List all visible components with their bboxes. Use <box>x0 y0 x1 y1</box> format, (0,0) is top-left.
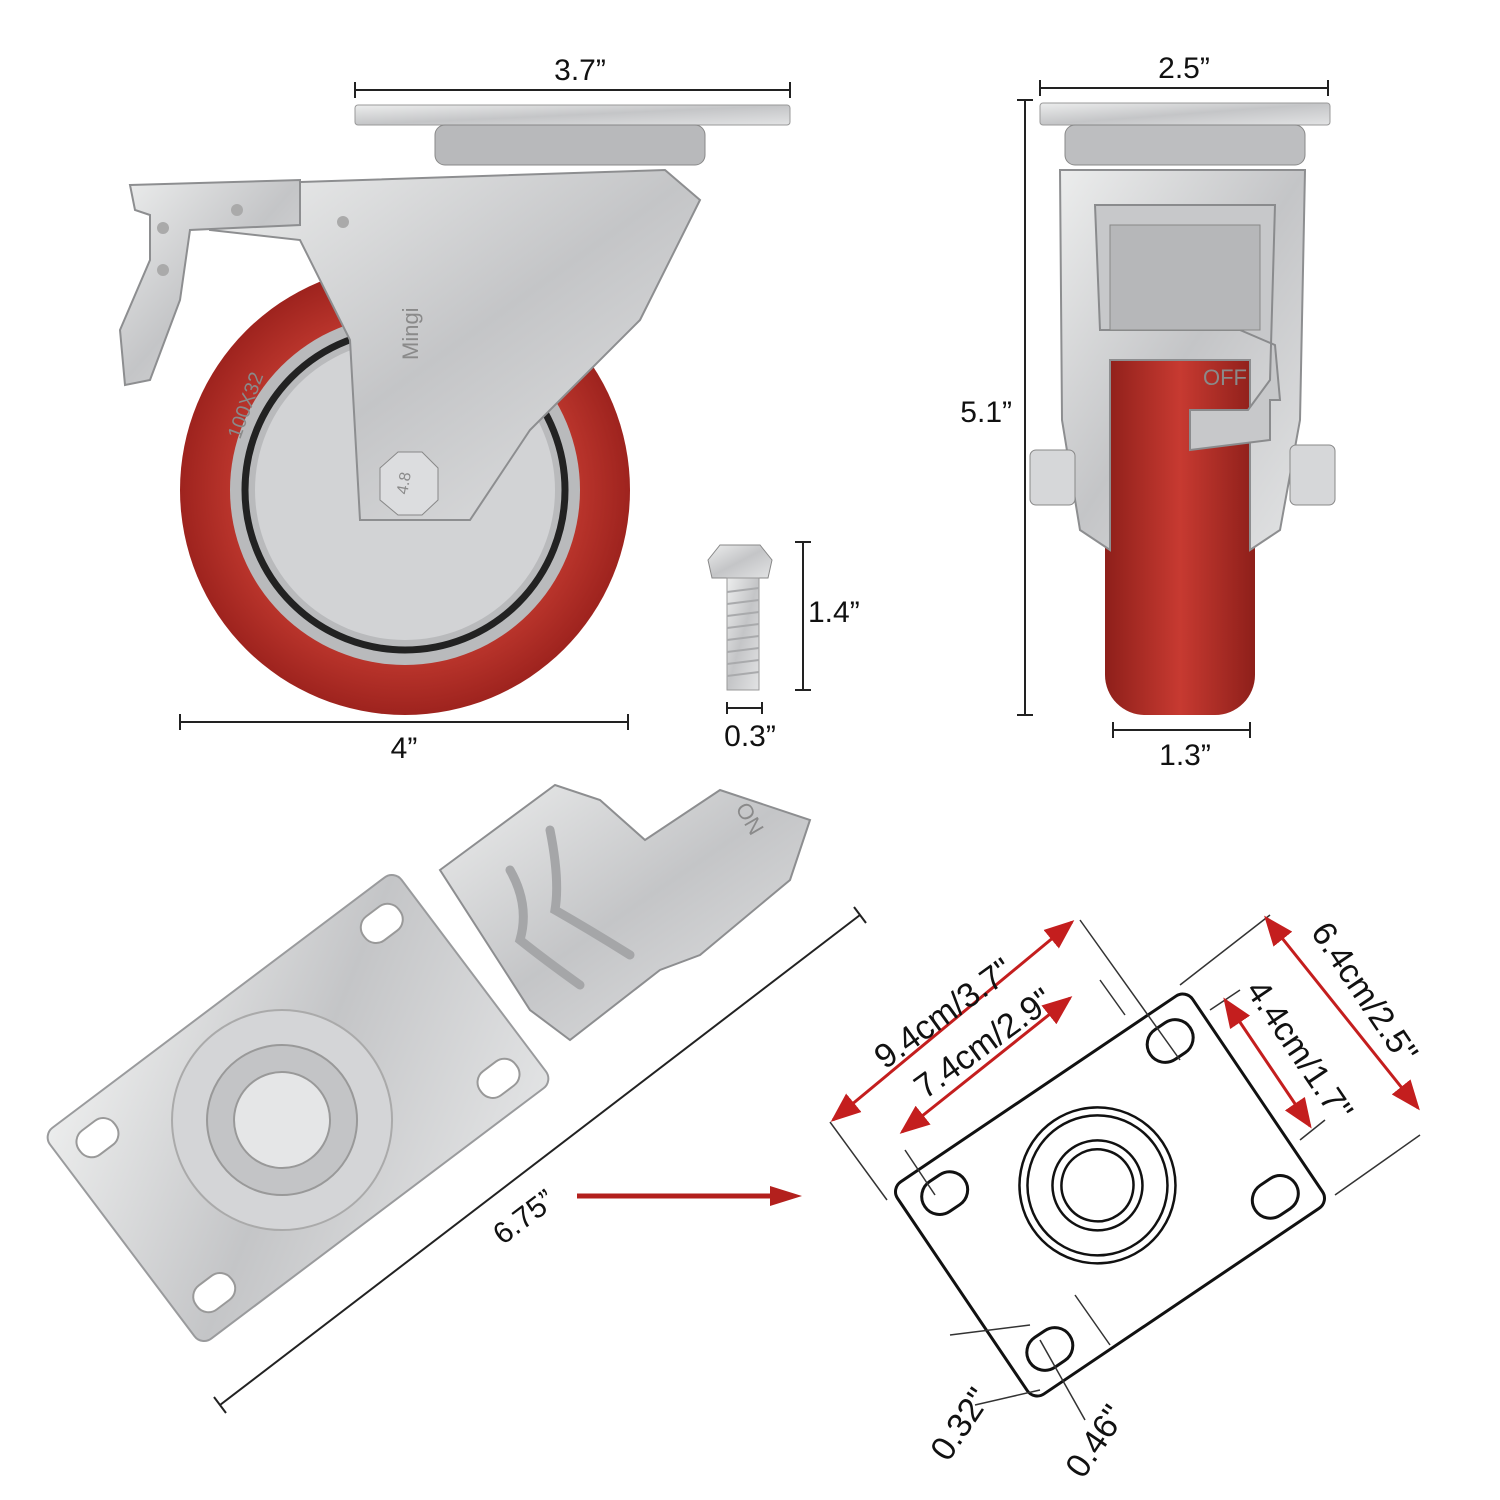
plate-width-label: 3.7” <box>554 54 606 87</box>
width-dimension-arrow <box>1264 915 1420 1111</box>
red-arrow <box>577 1186 802 1206</box>
front-view-caster: 2.5” 5.1” OFF 1.3” <box>960 52 1336 772</box>
diagonal-length-label: 6.75” <box>487 1184 561 1252</box>
top-view-brake-lever <box>438 783 812 1042</box>
hole-spacing-length-arrow <box>899 996 1073 1134</box>
wheel-diameter-label: 4” <box>391 732 418 765</box>
hole-spacing-width-label: 4.4cm/1.7" <box>1238 973 1360 1128</box>
hole-width-label: 0.32" <box>923 1381 998 1467</box>
wheel-width-label: 1.3” <box>1159 739 1211 772</box>
top-view-plate: ON 6.75” <box>46 783 867 1414</box>
front-wheel-tire <box>1105 300 1255 715</box>
bolt-length-label: 1.4” <box>808 596 860 629</box>
bracket-marking: Mingi <box>398 307 423 360</box>
bolt-marking: 4.8 <box>394 471 415 496</box>
bolt-diameter-label: 0.3” <box>724 720 776 753</box>
total-height-label: 5.1” <box>960 396 1012 429</box>
mounting-bolt: 1.4” 0.3” <box>707 541 860 753</box>
hole-spacing-width-arrow <box>1223 997 1312 1129</box>
front-plate-width-label: 2.5” <box>1158 52 1210 85</box>
diagonal-dimension-line <box>219 914 861 1406</box>
side-view-caster: 3.7” 100X32 Mingi 4.8 4” <box>118 54 791 765</box>
bolt-head <box>707 544 773 579</box>
axle-nut <box>379 451 439 516</box>
plate-width-drawing-label: 6.4cm/2.5" <box>1303 915 1425 1070</box>
hole-length-label: 0.46" <box>1058 1398 1133 1484</box>
swivel-bracket <box>209 168 702 521</box>
top-plate <box>354 104 791 126</box>
plate-technical-drawing: 9.4cm/3.7" 7.4cm/2.9" 6.4cm/2.5" 4.4cm/1… <box>829 914 1425 1484</box>
brake-marking: OFF <box>1203 365 1247 390</box>
